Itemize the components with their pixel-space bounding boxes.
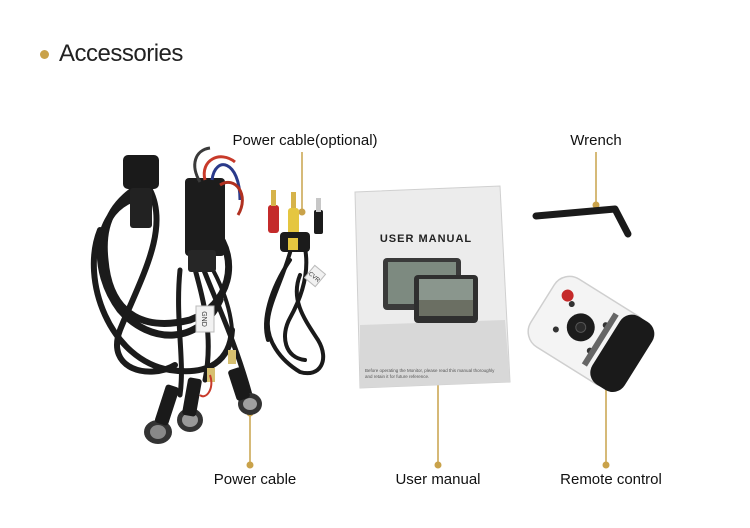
svg-text:GND: GND <box>200 311 207 327</box>
label-user-manual: User manual <box>395 471 481 488</box>
aviation-connector-top <box>123 155 159 228</box>
label-power-cable-optional: Power cable(optional) <box>232 132 378 149</box>
rca-cable <box>264 243 326 376</box>
bullet-dot <box>40 49 49 59</box>
rca-plugs: CVR <box>268 190 327 288</box>
splitter-box <box>185 178 225 272</box>
manual-footnote-1: Before operating the Monitor, please rea… <box>365 368 495 373</box>
label-power-cable: Power cable <box>213 471 297 488</box>
label-wrench: Wrench <box>570 132 622 149</box>
label-remote-control: Remote control <box>560 471 662 488</box>
manual-monitor-image <box>383 258 478 323</box>
cable-tag-gnd: GND <box>195 305 215 333</box>
remote-control <box>527 275 655 393</box>
manual-footnote-2: and retain it for future reference. <box>365 374 429 379</box>
power-cable-bundle <box>90 181 253 398</box>
colored-wires <box>193 146 244 216</box>
user-manual-booklet: USER MANUAL Before operating the Monitor… <box>354 185 511 389</box>
section-heading: Accessories <box>40 40 183 68</box>
bottom-connectors <box>144 350 262 444</box>
manual-title: USER MANUAL <box>380 233 472 245</box>
section-title: Accessories <box>59 40 183 67</box>
hex-wrench <box>532 205 632 238</box>
